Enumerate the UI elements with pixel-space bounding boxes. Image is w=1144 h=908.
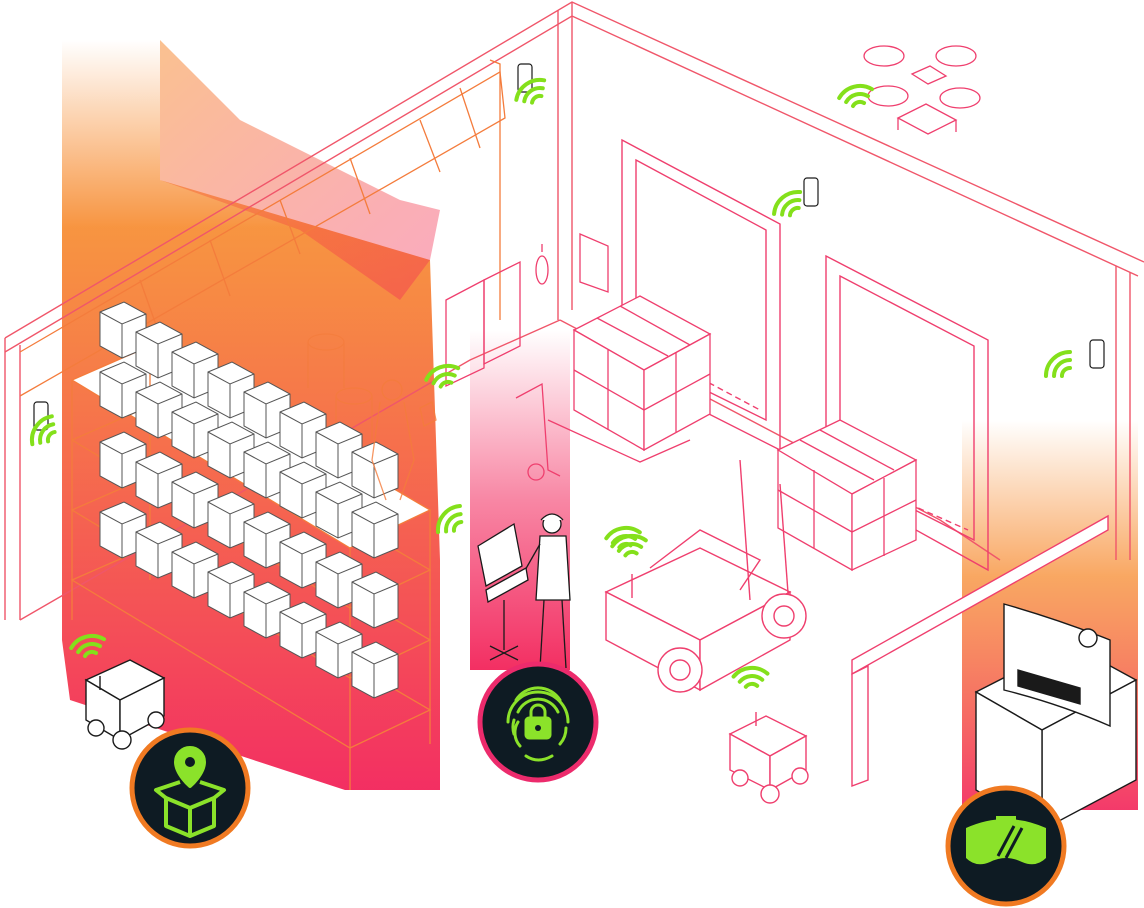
shelf-box [351, 501, 399, 559]
kiosk-stand [477, 522, 529, 661]
wifi-signal-icon [69, 633, 107, 658]
shelf-box [351, 571, 399, 629]
pallet-boxes-back [572, 295, 712, 452]
forklift [604, 459, 807, 693]
worker-tablet [371, 379, 437, 501]
delivery-robot-left [84, 659, 166, 750]
wifi-signal-icon [772, 190, 803, 218]
wall-access-points [33, 63, 1105, 431]
access-point [1089, 339, 1105, 369]
access-point [803, 177, 819, 207]
wifi-signal-icon [731, 666, 770, 689]
shelf-boxes [99, 301, 399, 699]
wifi-signal-icon [29, 414, 57, 447]
pallet-jack [515, 382, 691, 481]
wifi-signal-icon [424, 363, 461, 389]
delivery-robot-center [728, 712, 809, 804]
electrical-cabinets [445, 233, 609, 388]
shelf-glow-top [160, 40, 440, 300]
fingerprint-lock-icon [506, 686, 570, 762]
shelf-box [351, 641, 399, 699]
wifi-signal-icon [837, 83, 875, 108]
badge-location-box [129, 727, 251, 849]
badge-fingerprint-lock [477, 661, 599, 783]
wifi-signal-icon [436, 504, 464, 535]
wifi-signal-icon [604, 525, 642, 550]
badge-vr-headset [945, 785, 1067, 907]
worker-kiosk [523, 513, 571, 669]
pallet-boxes-front [776, 419, 918, 572]
wifi-signal-icon [1043, 349, 1072, 378]
ceiling-beams [19, 59, 506, 397]
control-desk [974, 603, 1138, 832]
drone [863, 45, 981, 135]
wifi-signal-icon [514, 77, 547, 105]
wifi-signals [29, 77, 1072, 689]
vr-headset-icon [966, 816, 1046, 865]
kiosk-glow-zone [470, 330, 570, 670]
partition-wall [851, 514, 1109, 788]
location-box-icon [154, 746, 226, 838]
building-walls [4, 1, 1144, 621]
